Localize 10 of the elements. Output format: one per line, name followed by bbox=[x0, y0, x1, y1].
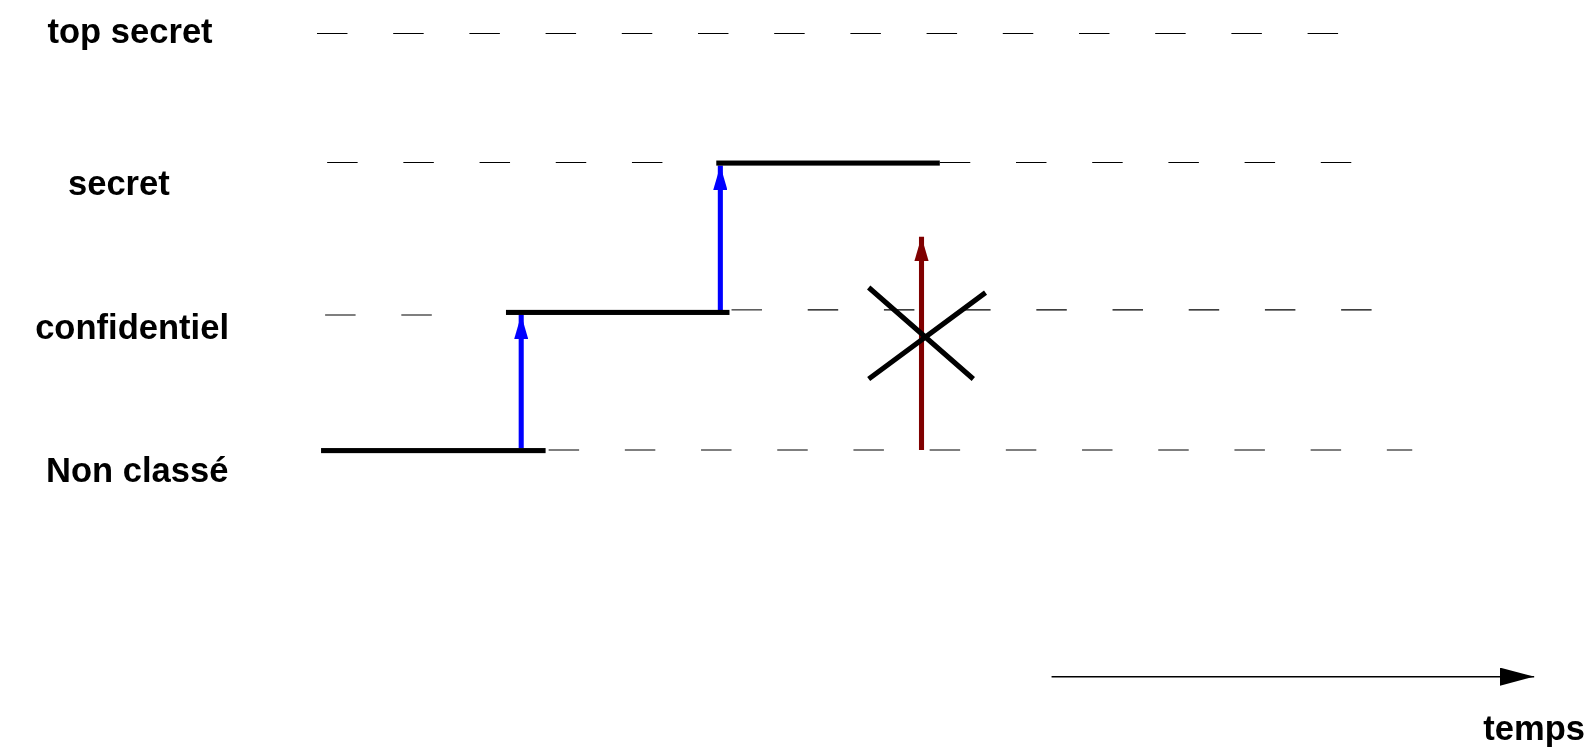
level-bar bbox=[321, 448, 546, 454]
arrow bbox=[514, 314, 529, 449]
axis-label: temps bbox=[1483, 710, 1586, 745]
arrow bbox=[713, 165, 728, 310]
level-bar bbox=[505, 309, 730, 315]
level-label: secret bbox=[67, 165, 170, 201]
level-bar bbox=[716, 160, 940, 166]
level-label: confidentiel bbox=[35, 309, 229, 345]
level-label: top secret bbox=[47, 13, 213, 48]
level-label: Non classé bbox=[45, 452, 229, 487]
